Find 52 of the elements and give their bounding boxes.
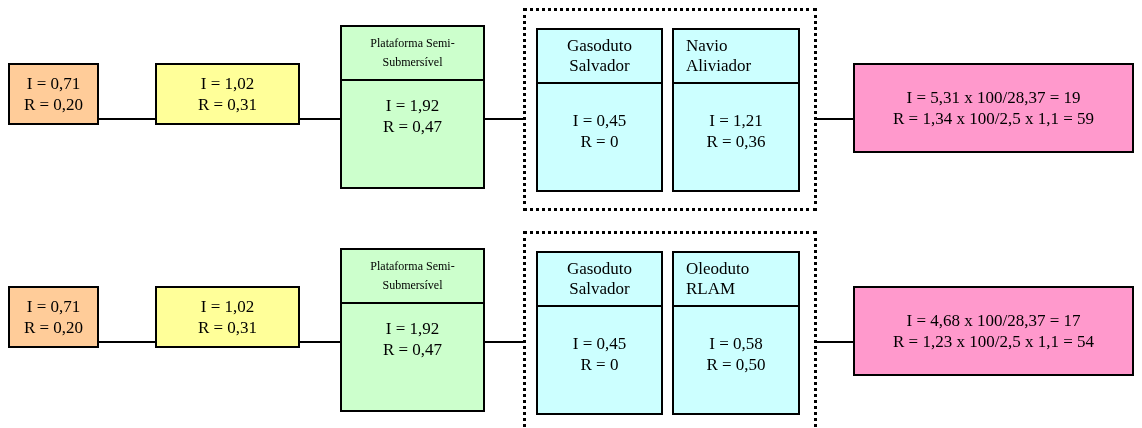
process-box bbox=[155, 63, 300, 125]
process-box bbox=[155, 286, 300, 348]
box-text: R = 0,47 bbox=[382, 116, 443, 137]
connector-line bbox=[98, 118, 156, 120]
process-box bbox=[340, 25, 485, 189]
box-text: I = 5,31 x 100/28,37 = 19 bbox=[906, 87, 1081, 108]
box-text: R = 0,20 bbox=[23, 94, 84, 115]
box-text: I = 1,02 bbox=[200, 73, 255, 94]
box-text: Gasoduto Salvador bbox=[565, 36, 634, 76]
box-text: R = 1,34 x 100/2,5 x 1,1 = 59 bbox=[893, 108, 1094, 129]
box-text: R = 0,31 bbox=[197, 94, 258, 115]
box-text: I = 1,92 bbox=[385, 95, 440, 116]
box-text: I = 0,45 bbox=[572, 110, 627, 131]
connector-line bbox=[484, 118, 524, 120]
box-text: R = 0 bbox=[580, 131, 619, 152]
box-text: R = 0,20 bbox=[23, 317, 84, 338]
process-box bbox=[340, 248, 485, 412]
connector-line bbox=[484, 341, 524, 343]
dotted-group-frame bbox=[523, 8, 817, 211]
connector-line bbox=[816, 341, 854, 343]
process-box bbox=[672, 251, 800, 415]
box-text: I = 0,58 bbox=[709, 333, 763, 354]
box-text: R = 0,50 bbox=[706, 354, 766, 375]
box-text: I = 1,02 bbox=[200, 296, 255, 317]
connector-line bbox=[816, 118, 854, 120]
box-text: Plataforma Semi-Submersível bbox=[369, 35, 456, 71]
process-box bbox=[536, 251, 663, 415]
box-text: I = 4,68 x 100/28,37 = 17 bbox=[906, 310, 1081, 331]
process-box bbox=[536, 28, 663, 192]
box-text: R = 0,47 bbox=[382, 339, 443, 360]
connector-line bbox=[299, 118, 341, 120]
box-text: R = 1,23 x 100/2,5 x 1,1 = 54 bbox=[893, 331, 1094, 352]
dotted-group-frame bbox=[523, 231, 817, 428]
box-text: I = 0,71 bbox=[26, 296, 81, 317]
result-box bbox=[853, 63, 1134, 153]
box-text: Oleoduto RLAM bbox=[685, 259, 751, 299]
box-text: I = 1,92 bbox=[385, 318, 440, 339]
box-text: I = 0,71 bbox=[26, 73, 81, 94]
result-box bbox=[853, 286, 1134, 376]
process-box bbox=[672, 28, 800, 192]
box-text: Plataforma Semi-Submersível bbox=[369, 258, 456, 294]
box-text: R = 0,36 bbox=[706, 131, 766, 152]
box-text: Gasoduto Salvador bbox=[565, 259, 634, 299]
process-box bbox=[8, 63, 99, 125]
connector-line bbox=[299, 341, 341, 343]
box-text: Navio Aliviador bbox=[685, 36, 753, 76]
process-box bbox=[8, 286, 99, 348]
box-text: I = 1,21 bbox=[709, 110, 763, 131]
box-text: R = 0 bbox=[580, 354, 619, 375]
connector-line bbox=[98, 341, 156, 343]
box-text: R = 0,31 bbox=[197, 317, 258, 338]
box-text: I = 0,45 bbox=[572, 333, 627, 354]
